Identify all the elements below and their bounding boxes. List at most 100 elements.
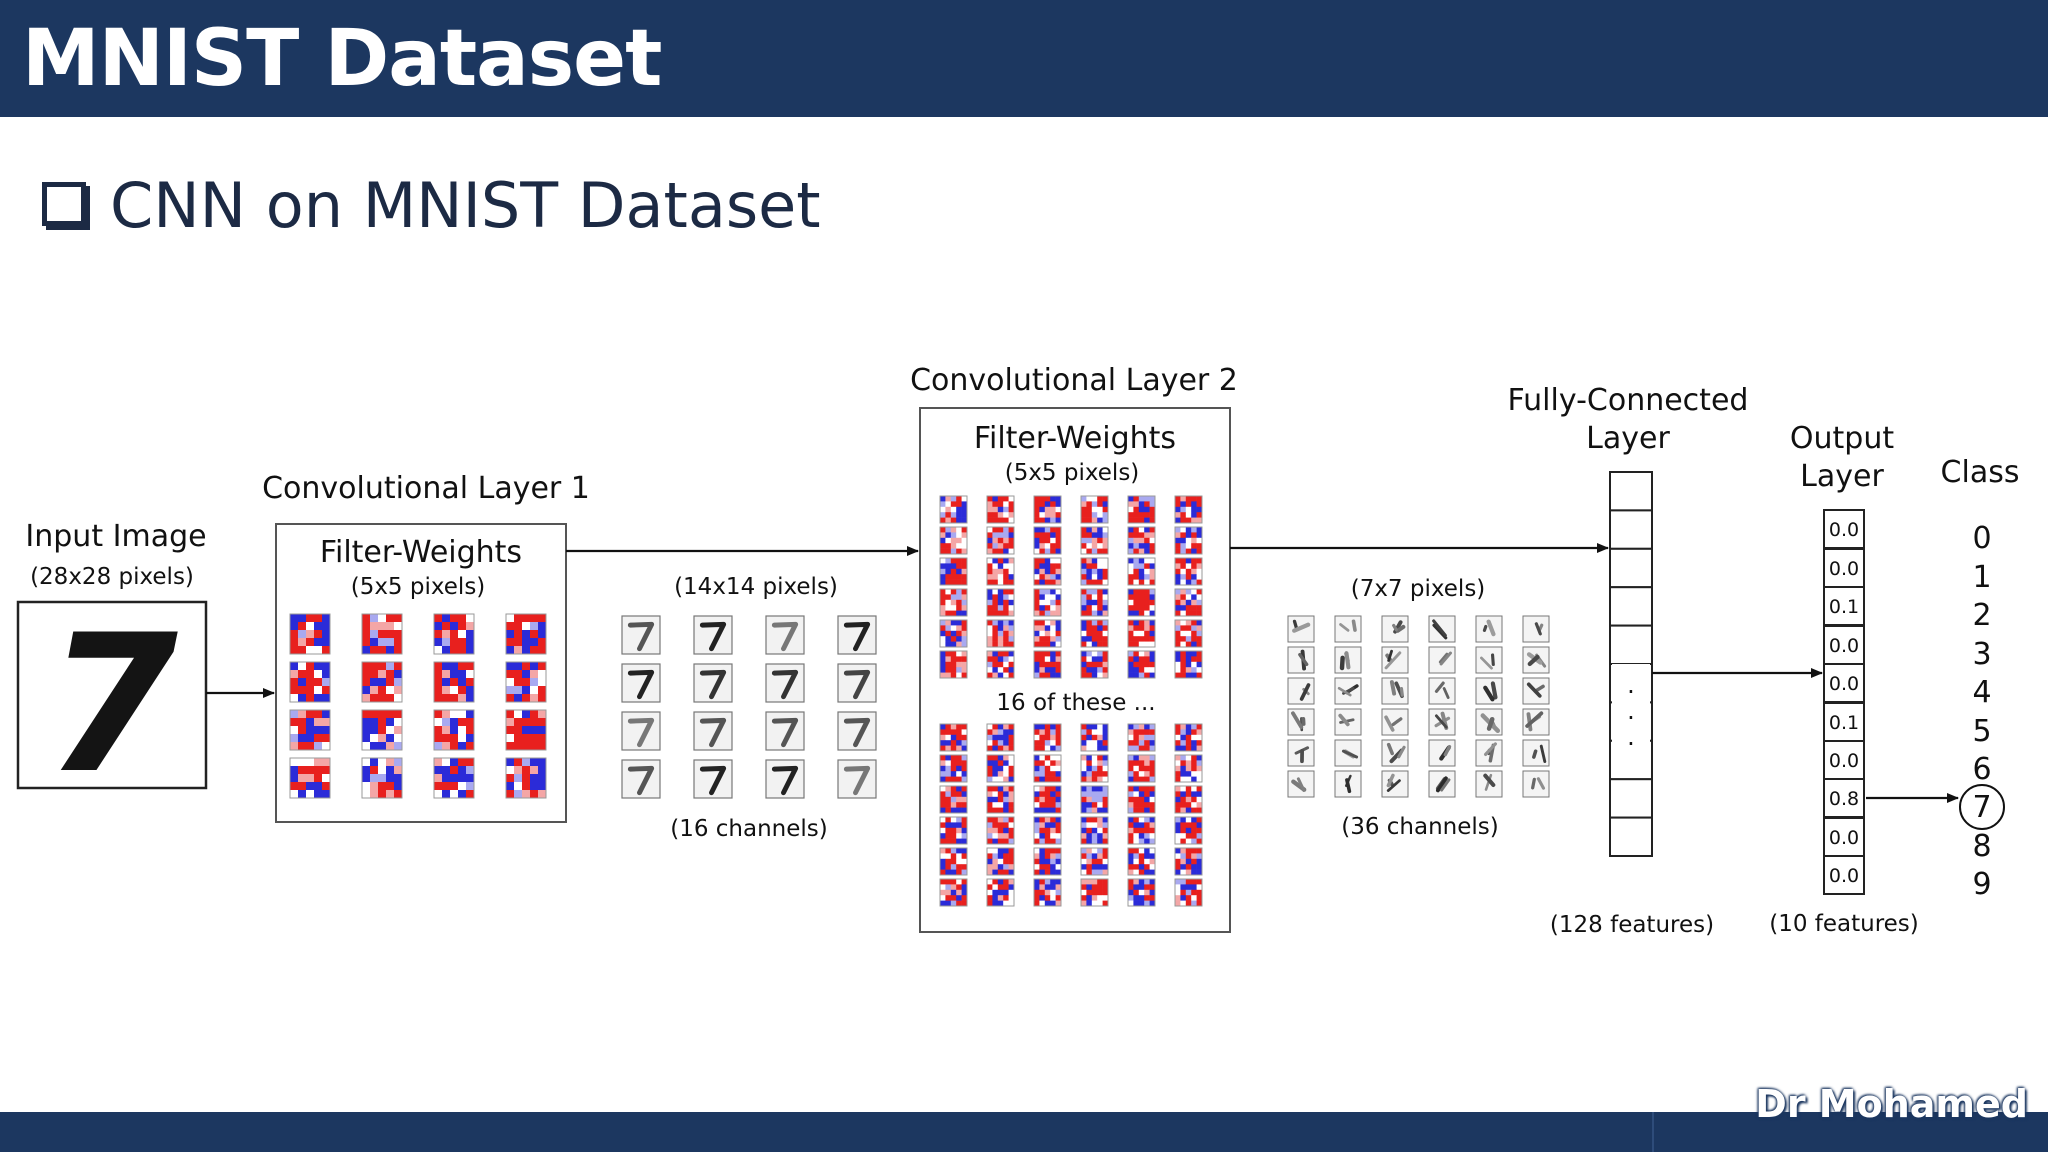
conv2-feature-map: [1475, 646, 1503, 674]
conv2-weight-tile: [1080, 847, 1109, 876]
conv2-feature-map: [1381, 615, 1409, 643]
conv2-weight-tile: [1080, 816, 1109, 845]
conv2-feature-map: [1428, 677, 1456, 705]
output-layer-cells: 0.00.00.10.00.00.10.00.80.00.0: [1823, 509, 1865, 895]
conv1-weight-tile: [289, 709, 331, 751]
conv2-weight-tile: [1127, 754, 1156, 783]
conv2-weight-tile: [939, 723, 968, 752]
conv1-weight-tile: [433, 661, 475, 703]
conv2-feature-map: [1287, 708, 1315, 736]
conv2-weight-tile: [986, 619, 1015, 648]
conv2-feature-map: [1522, 739, 1550, 767]
conv2-feature-map: [1475, 615, 1503, 643]
fc-neuron: [1609, 624, 1653, 665]
conv1-feature-map: [693, 759, 733, 799]
conv1-label: Convolutional Layer 1: [262, 471, 590, 506]
conv2-feature-map: [1334, 646, 1362, 674]
conv1-weight-grid: [289, 613, 547, 799]
conv1-weight-tile: [361, 661, 403, 703]
fc-neuron: [1609, 509, 1653, 550]
output-value: 0.0: [1829, 865, 1859, 887]
conv2-weight-tile: [939, 650, 968, 679]
conv1-filter-size: (5x5 pixels): [351, 574, 486, 600]
conv2-weight-tile: [986, 785, 1015, 814]
conv2-weight-tile: [939, 785, 968, 814]
conv2-weight-tile: [1033, 557, 1062, 586]
conv2-weight-tile: [1174, 754, 1203, 783]
conv2-weight-tile: [986, 526, 1015, 555]
conv1-weight-tile: [289, 613, 331, 655]
conv1-weight-tile: [289, 757, 331, 799]
conv2-weight-tile: [1174, 878, 1203, 907]
conv2-feature-map: [1287, 739, 1315, 767]
conv2-weight-tile: [1080, 588, 1109, 617]
conv2-feature-map: [1428, 615, 1456, 643]
conv2-weight-tile: [1127, 816, 1156, 845]
conv1-feature-map: [693, 711, 733, 751]
conv1-weight-tile: [505, 709, 547, 751]
header-bar: MNIST Dataset: [0, 0, 2048, 117]
conv2-weight-tile: [1174, 588, 1203, 617]
predicted-class-circle: [1959, 784, 2005, 830]
conv2-feature-map: [1334, 677, 1362, 705]
fc-layer-cells: ···: [1609, 471, 1653, 857]
conv2-weight-tile: [1033, 495, 1062, 524]
output-value: 0.0: [1829, 558, 1859, 580]
fc-neuron: [1609, 586, 1653, 627]
fc-neuron: [1609, 816, 1653, 857]
conv2-weight-tile: [1033, 650, 1062, 679]
conv2-weight-tile: [1080, 754, 1109, 783]
conv2-weight-tile: [939, 526, 968, 555]
fc-neuron: [1609, 547, 1653, 589]
conv2-feature-map: [1428, 708, 1456, 736]
conv2-feature-map: [1381, 770, 1409, 798]
conv2-feature-map: [1522, 677, 1550, 705]
conv2-weight-tile: [1127, 588, 1156, 617]
conv2-weight-tile: [1080, 878, 1109, 907]
conv1-feature-map: [693, 615, 733, 655]
conv2-feature-map: [1381, 677, 1409, 705]
conv2-weight-tile: [986, 723, 1015, 752]
conv1-feature-map: [765, 759, 805, 799]
output-value: 0.1: [1829, 712, 1859, 734]
fc-neuron: [1609, 778, 1653, 819]
conv2-weight-tile: [1080, 723, 1109, 752]
conv2-weight-tile: [1174, 785, 1203, 814]
class-digit: 9: [1972, 867, 1991, 902]
conv2-feature-map: [1522, 615, 1550, 643]
conv2-feature-map: [1287, 615, 1315, 643]
conv2-weight-tile: [939, 816, 968, 845]
conv2-weight-tile: [1174, 557, 1203, 586]
conv1-feature-map: [621, 711, 661, 751]
fc-ellipsis-dot: ·: [1627, 704, 1635, 732]
conv1-feature-map: [621, 663, 661, 703]
conv2-weight-tile: [1033, 754, 1062, 783]
conv2-weight-tile: [939, 754, 968, 783]
conv1-weight-tile: [505, 613, 547, 655]
output-neuron: [1823, 702, 1865, 742]
conv2-output-channels: (36 channels): [1341, 814, 1499, 840]
conv2-weight-tile: [1033, 619, 1062, 648]
conv2-weight-tile: [986, 816, 1015, 845]
conv2-weight-tile: [1174, 816, 1203, 845]
conv1-weight-tile: [361, 709, 403, 751]
class-digit: 6: [1972, 752, 1991, 787]
conv1-filter-title: Filter-Weights: [320, 535, 522, 570]
conv2-weight-tile: [1033, 588, 1062, 617]
conv2-weight-tile: [1033, 723, 1062, 752]
output-value: 0.0: [1829, 635, 1859, 657]
conv2-feature-map: [1381, 708, 1409, 736]
fc-features: (128 features): [1550, 912, 1714, 938]
output-neuron: [1823, 509, 1865, 549]
conv2-weight-tile: [1127, 495, 1156, 524]
class-digit: 5: [1972, 714, 1991, 749]
output-neuron: [1823, 855, 1865, 895]
class-digit: 0: [1972, 521, 1991, 556]
conv2-feature-map: [1475, 770, 1503, 798]
output-value: 0.0: [1829, 827, 1859, 849]
conv2-weight-tile: [1127, 723, 1156, 752]
conv2-weight-tile: [1127, 619, 1156, 648]
input-digit-image: 7: [46, 594, 178, 815]
conv2-feature-map: [1334, 615, 1362, 643]
conv1-feature-map: [693, 663, 733, 703]
